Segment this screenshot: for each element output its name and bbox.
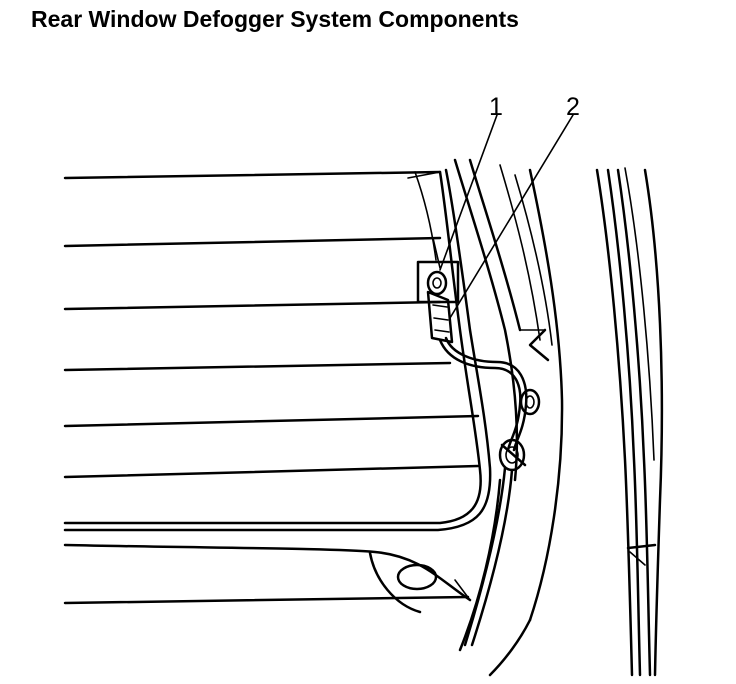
ground-fastener bbox=[498, 438, 527, 472]
wire-harness bbox=[438, 336, 528, 647]
defogger-grid-lines bbox=[63, 170, 480, 605]
grid-line-5 bbox=[63, 414, 480, 428]
body-panel-lines bbox=[63, 158, 564, 677]
lower-access-hole bbox=[396, 563, 438, 591]
leader-1 bbox=[439, 114, 498, 271]
callout-leaders bbox=[439, 114, 574, 319]
grid-line-7 bbox=[63, 595, 470, 605]
grid-line-1 bbox=[63, 170, 442, 180]
grid-line-2 bbox=[63, 236, 442, 248]
grid-line-6 bbox=[63, 464, 480, 479]
diagram-title: Rear Window Defogger System Components bbox=[31, 6, 519, 32]
connector-terminal bbox=[426, 270, 448, 296]
grid-line-4 bbox=[63, 361, 452, 372]
window-frame bbox=[63, 168, 492, 532]
callout-label-2: 2 bbox=[566, 93, 580, 121]
grid-line-3 bbox=[63, 300, 442, 311]
callout-label-1: 1 bbox=[489, 93, 503, 121]
grommet-hole bbox=[519, 388, 541, 416]
defogger-connector bbox=[416, 260, 460, 344]
hatch-edge-lines bbox=[595, 167, 664, 677]
leader-2 bbox=[449, 114, 574, 319]
